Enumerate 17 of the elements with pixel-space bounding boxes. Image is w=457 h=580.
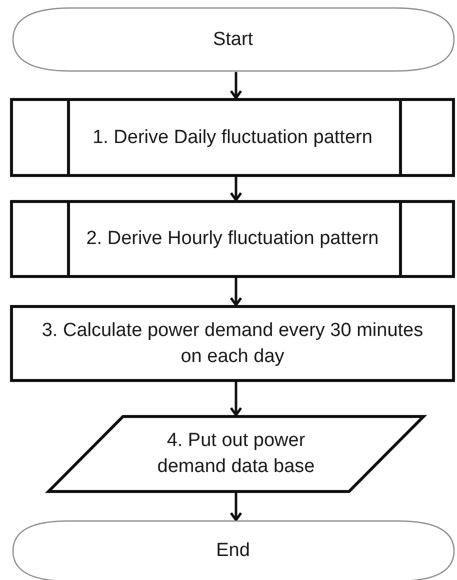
step-label: End [216, 539, 250, 563]
arrow [230, 278, 242, 306]
predefined-process-box [10, 200, 455, 278]
step-label: 4. Put out power demand data base [156, 429, 316, 479]
step-label: 1. Derive Daily fluctuation pattern [92, 126, 372, 150]
terminal-shape [12, 7, 454, 72]
arrow [230, 72, 242, 100]
arrow [230, 382, 242, 416]
predefined-process-box [10, 98, 455, 177]
terminal-shape [12, 520, 454, 580]
input-output-parallelogram [47, 415, 425, 493]
process-box [10, 305, 455, 382]
step-label: 3. Calculate power demand every 30 minutes on each day [40, 318, 424, 368]
arrow [230, 493, 242, 522]
step-label: Start [212, 28, 254, 52]
arrow [230, 177, 242, 202]
step-label: 2. Derive Hourly fluctuation pattern [86, 227, 379, 251]
